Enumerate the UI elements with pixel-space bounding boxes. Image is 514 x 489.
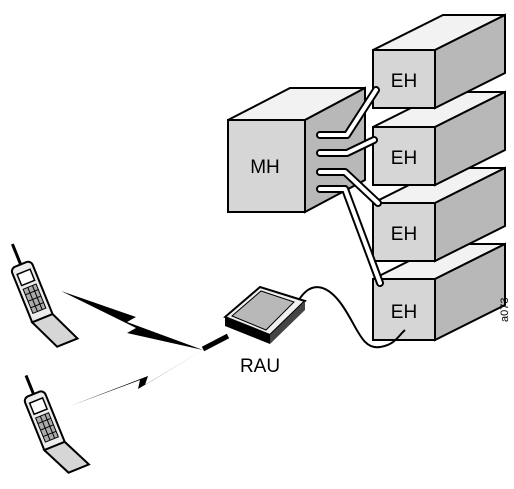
eh-label-4: EH [391,302,417,323]
eh-label-3: EH [391,224,417,245]
radio-link-lower [70,350,203,406]
eh-label-1: EH [391,71,417,92]
radio-link-upper [61,291,203,350]
figure-id: a073 [499,298,511,322]
rau-device [203,287,305,349]
rau-label: RAU [240,356,280,377]
mh-label: MH [250,157,280,178]
mobile-phone-2 [16,366,89,478]
eh-label-2: EH [391,148,417,169]
